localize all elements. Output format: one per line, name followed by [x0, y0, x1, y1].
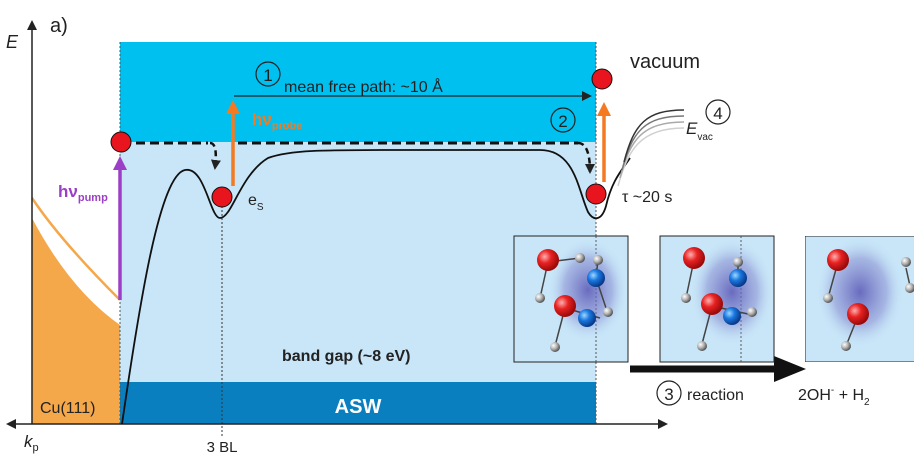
probe-label: hνprobe: [252, 110, 302, 132]
step-1-marker: 1: [255, 61, 281, 87]
products-label: 2OH- + H2: [798, 385, 870, 408]
evac-label: Evac: [686, 119, 713, 143]
energy-axis-label: E: [6, 32, 19, 52]
localization-arrow-right: [577, 141, 595, 174]
potential-curve: [121, 149, 631, 425]
es-label: eS: [248, 192, 264, 213]
electron-excited: [110, 131, 132, 153]
3bl-label: 3 BL: [207, 439, 238, 456]
tau-label: τ ~20 s: [622, 189, 672, 206]
svg-text:3: 3: [664, 385, 673, 404]
molecule-panel-initial: [513, 235, 629, 363]
svg-text:4: 4: [713, 104, 722, 123]
electron-surface-trapped: [585, 183, 607, 205]
panel-label: a): [50, 15, 68, 37]
step-3-marker: 3: [656, 380, 682, 406]
cu-band-edge: [30, 197, 121, 301]
evac-curve-4: [617, 127, 685, 187]
reaction-arrow-head: [774, 356, 806, 382]
molecule-panel-intermediate: [659, 235, 775, 363]
momentum-axis-label: kp: [24, 432, 39, 454]
evac-curve-2: [621, 115, 685, 171]
electron-solvated-bulk: [211, 186, 233, 208]
vacuum-region: [120, 42, 596, 142]
pump-label: hνpump: [58, 182, 108, 204]
evac-curve-3: [619, 121, 685, 179]
asw-layer: [120, 382, 596, 424]
evac-curve-1: [623, 109, 685, 163]
molecule-panel-final: [805, 236, 914, 362]
asw-label: ASW: [335, 396, 382, 418]
electron-photoemitted: [591, 68, 613, 90]
localization-arrow-left: [209, 141, 221, 170]
step-4-marker: 4: [705, 99, 731, 125]
svg-text:1: 1: [263, 66, 272, 85]
mean-free-path-label: mean free path: ~10 Å: [284, 77, 443, 96]
vacuum-label: vacuum: [630, 51, 700, 73]
cu-label: Cu(111): [40, 400, 95, 417]
svg-text:2: 2: [558, 112, 567, 131]
cu-band-gap-stripe: [32, 198, 120, 325]
band-gap-label: band gap (~8 eV): [282, 348, 410, 365]
reaction-label: reaction: [687, 387, 744, 404]
step-2-marker: 2: [550, 107, 576, 133]
